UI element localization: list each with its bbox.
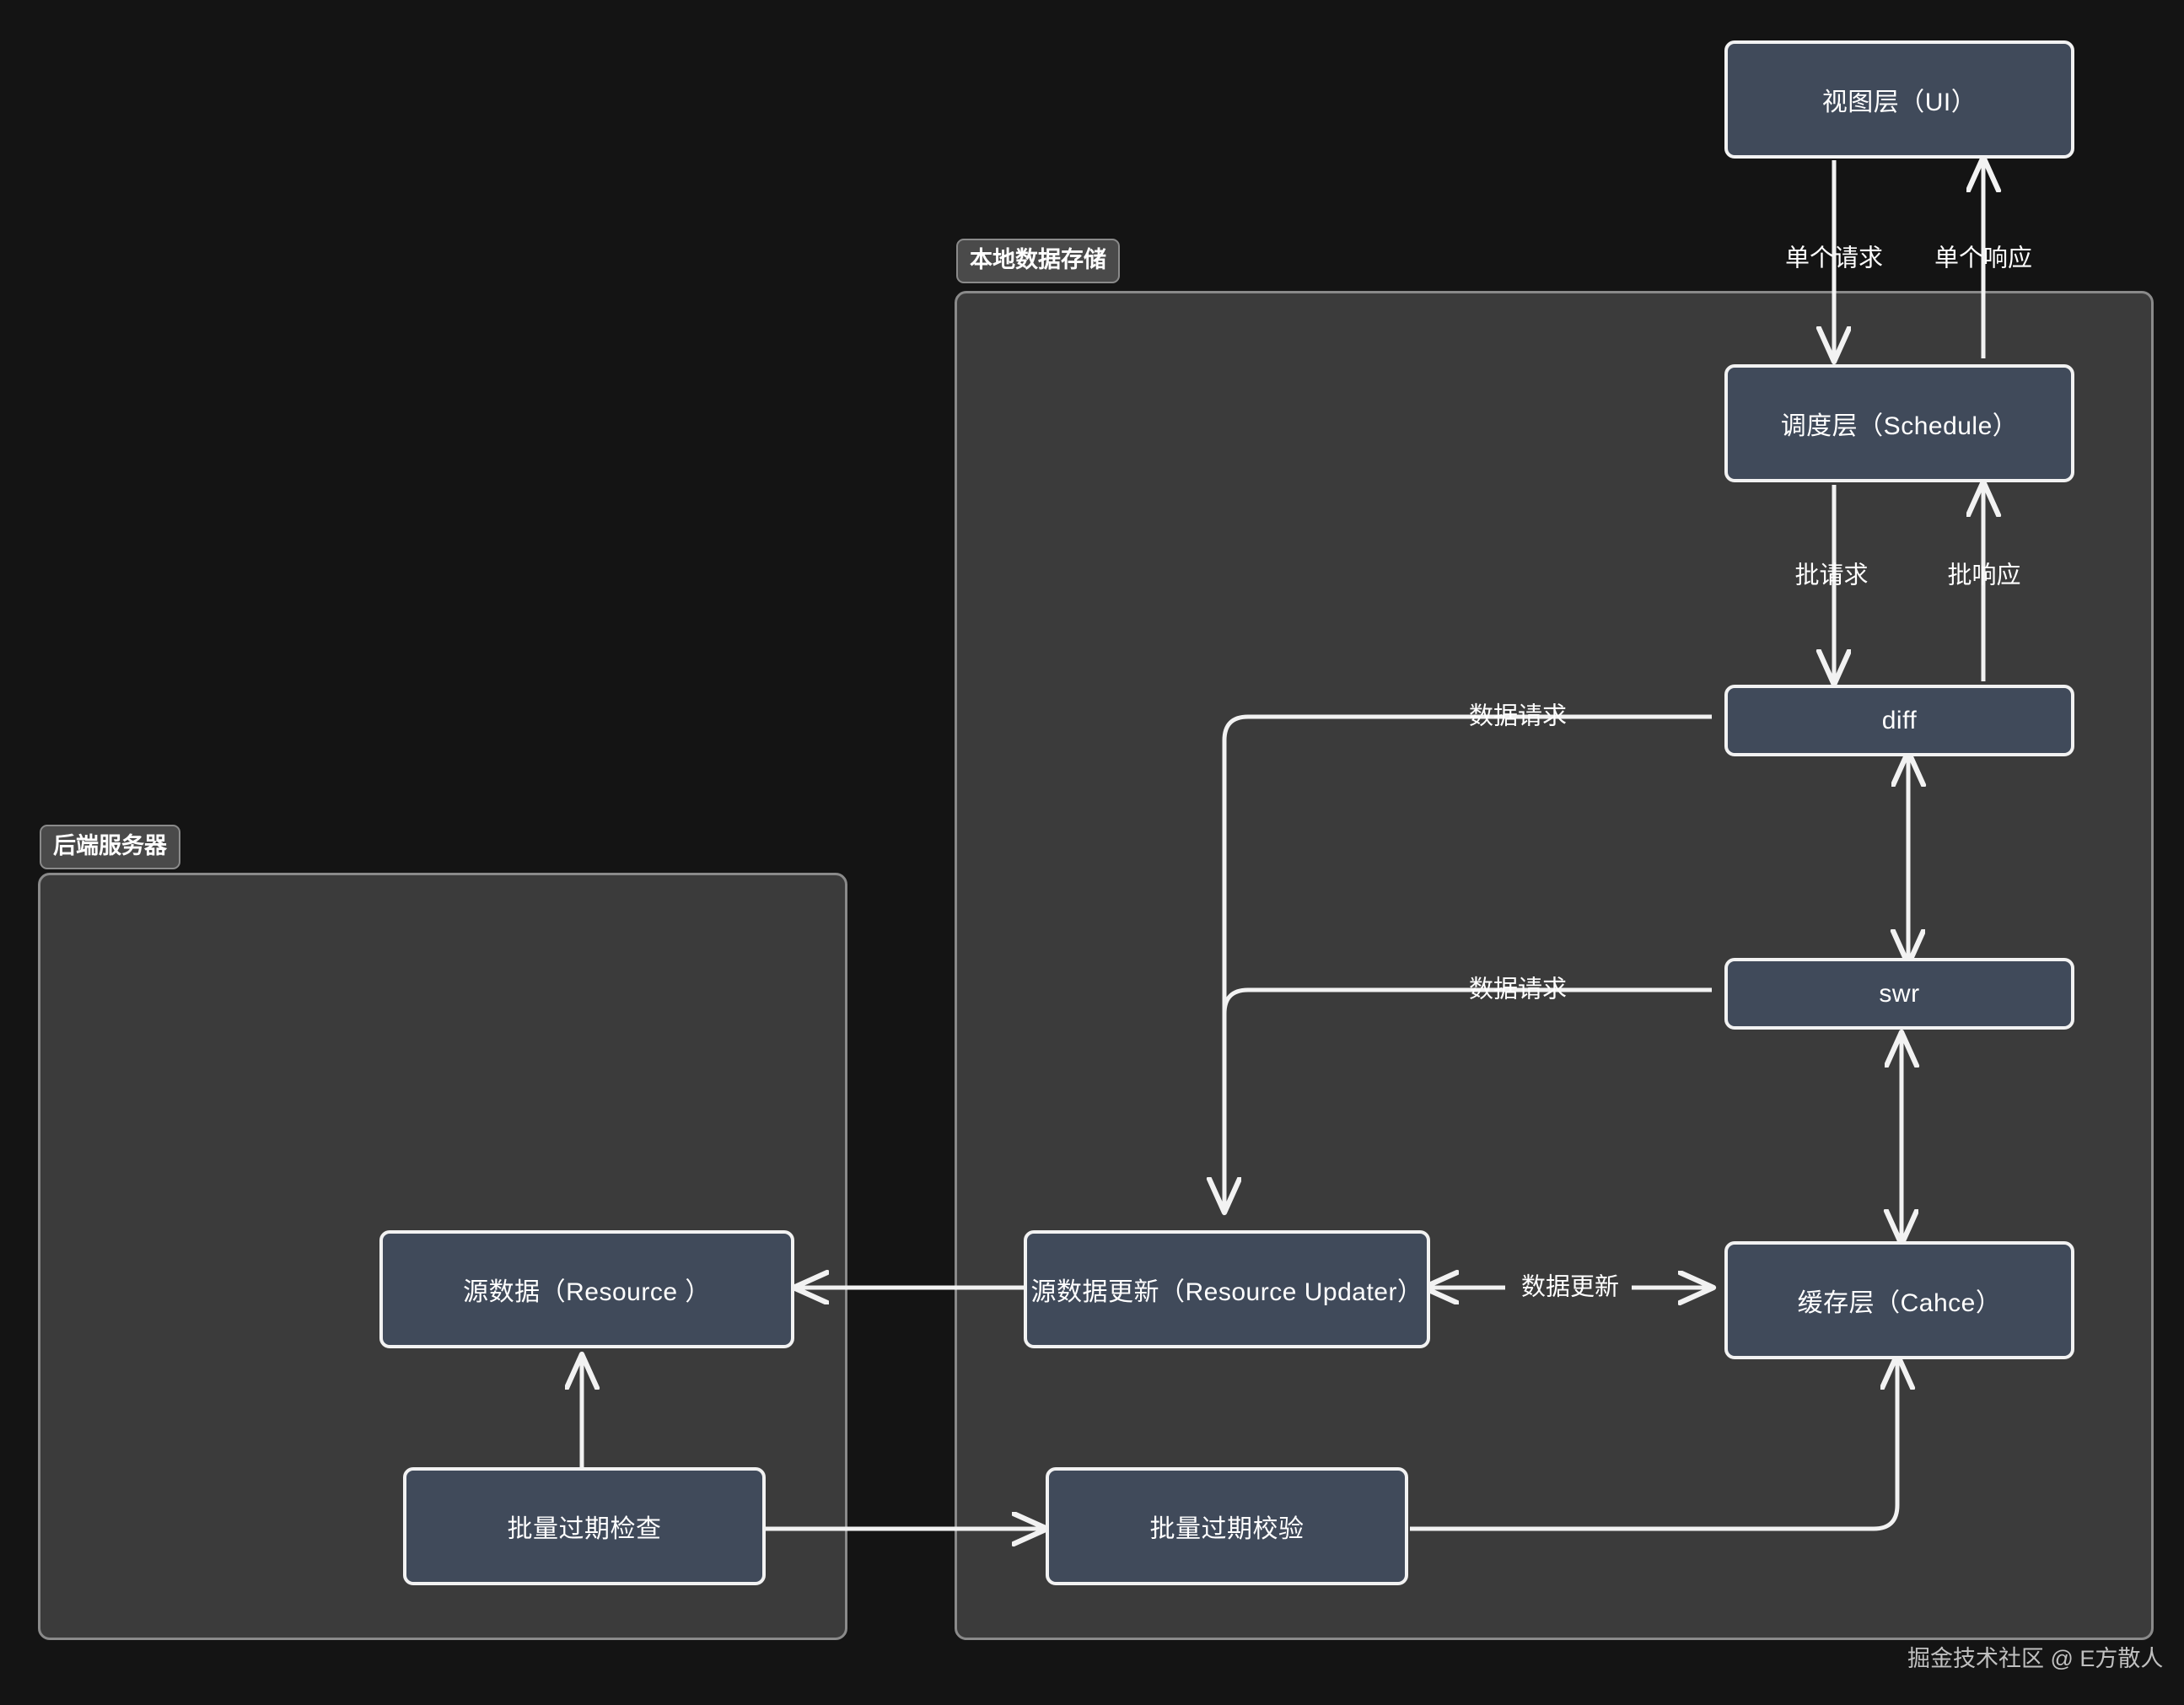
node-cache[interactable]: 缓存层（Cahce） xyxy=(1724,1241,2074,1359)
group-local-store-label: 本地数据存储 xyxy=(956,239,1120,283)
node-resource-updater[interactable]: 源数据更新（Resource Updater） xyxy=(1024,1230,1430,1348)
node-diff[interactable]: diff xyxy=(1724,685,2074,756)
edge-label-data-request-swr: 数据请求 xyxy=(1468,976,1568,1003)
edge-label-single-response: 单个响应 xyxy=(1934,245,2033,272)
edge-label-data-request-diff: 数据请求 xyxy=(1468,702,1568,730)
group-backend-label: 后端服务器 xyxy=(40,825,180,869)
watermark: 掘金技术社区 @ E方散人 xyxy=(1907,1646,2164,1671)
edge-label-single-request: 单个请求 xyxy=(1784,245,1884,272)
node-swr[interactable]: swr xyxy=(1724,958,2074,1030)
edge-label-batch-response: 批响应 xyxy=(1947,562,2021,589)
edge-label-data-update: 数据更新 xyxy=(1520,1273,1620,1301)
edge-label-batch-request: 批请求 xyxy=(1794,562,1869,589)
node-resource[interactable]: 源数据（Resource ） xyxy=(379,1230,794,1348)
node-schedule[interactable]: 调度层（Schedule） xyxy=(1724,364,2074,482)
node-ui[interactable]: 视图层（UI） xyxy=(1724,40,2074,159)
node-expire-check-backend[interactable]: 批量过期检查 xyxy=(403,1467,766,1585)
node-expire-check-store[interactable]: 批量过期校验 xyxy=(1046,1467,1408,1585)
